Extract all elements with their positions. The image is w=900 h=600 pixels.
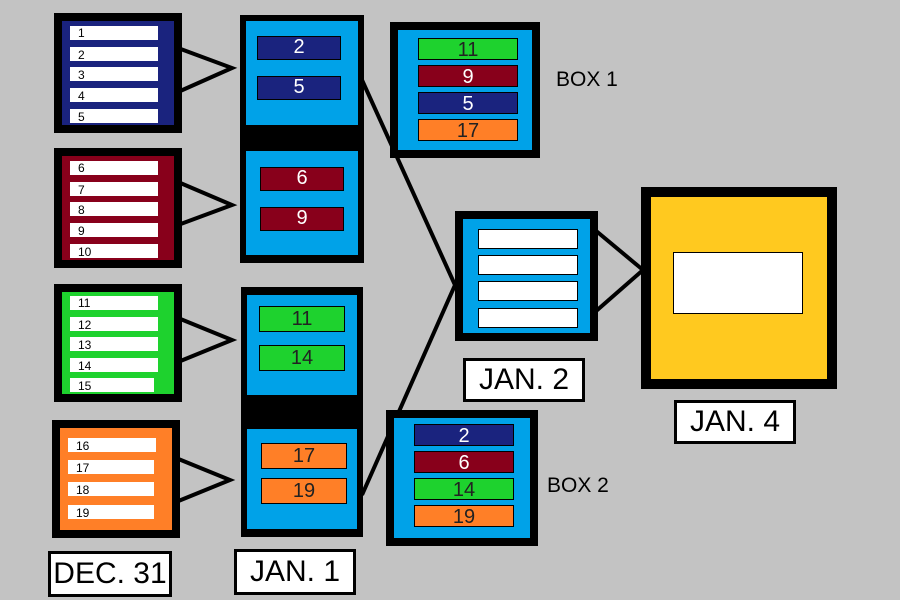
slot: 9 xyxy=(70,223,158,237)
slot xyxy=(478,281,578,301)
slot-number: 3 xyxy=(78,68,85,82)
connector-group2 xyxy=(177,180,238,227)
box2-entry: 14 xyxy=(414,478,514,500)
player-pill: 19 xyxy=(261,478,347,504)
box1-title: BOX 1 xyxy=(556,68,618,91)
slot-number: 6 xyxy=(78,161,85,175)
slot xyxy=(478,229,578,249)
jan2-box xyxy=(455,211,598,341)
slot: 18 xyxy=(68,482,154,496)
jan4-box xyxy=(641,187,837,389)
slot-number: 5 xyxy=(78,110,85,124)
slot: 12 xyxy=(70,317,158,331)
slot: 8 xyxy=(70,202,158,216)
connector-jan2-jan4 xyxy=(593,228,647,314)
slot: 16 xyxy=(68,438,156,452)
slot: 11 xyxy=(70,296,158,310)
slot xyxy=(478,308,578,328)
box1-entry: 17 xyxy=(418,119,518,141)
slot-number: 19 xyxy=(76,506,90,520)
slot: 10 xyxy=(70,244,158,258)
jan1-column-bottom: 11 14 17 19 xyxy=(241,287,363,537)
slot: 2 xyxy=(70,47,158,61)
date-label-jan1: JAN. 1 xyxy=(234,549,356,595)
dec31-group-2: 6 7 8 9 10 xyxy=(54,148,182,268)
box2-entry: 6 xyxy=(414,451,514,473)
player-pill: 17 xyxy=(261,443,347,469)
slot: 4 xyxy=(70,88,158,102)
slot: 17 xyxy=(68,460,154,474)
box2-entry: 19 xyxy=(414,505,514,527)
slot: 14 xyxy=(70,358,158,372)
player-pill: 11 xyxy=(259,306,345,332)
jan1-column-top: 2 5 6 9 xyxy=(240,15,364,263)
slot: 6 xyxy=(70,161,158,175)
jan1-match-1: 2 5 xyxy=(246,21,358,125)
slot-number: 14 xyxy=(78,359,92,373)
slot: 13 xyxy=(70,337,158,351)
slot-number: 11 xyxy=(78,296,91,310)
jan1-match-4: 17 19 xyxy=(247,429,357,529)
slot-number: 18 xyxy=(76,483,90,497)
player-pill: 5 xyxy=(257,76,341,100)
player-pill: 9 xyxy=(260,207,344,231)
champion-slot xyxy=(673,252,803,314)
slot: 1 xyxy=(70,26,158,40)
slot-number: 13 xyxy=(78,338,92,352)
slot-number: 1 xyxy=(78,26,85,40)
player-pill: 2 xyxy=(257,36,341,60)
slot: 3 xyxy=(70,67,158,81)
box1-entry: 5 xyxy=(418,92,518,114)
slot-number: 4 xyxy=(78,89,85,103)
player-pill: 6 xyxy=(260,167,344,191)
box-1: 11 9 5 17 xyxy=(390,22,540,158)
jan1-match-3: 11 14 xyxy=(247,295,357,395)
connector-group3 xyxy=(177,316,238,364)
slot-number: 10 xyxy=(78,245,92,259)
connector-group4 xyxy=(175,456,236,504)
player-pill: 14 xyxy=(259,345,345,371)
dec31-group-4: 16 17 18 19 xyxy=(52,420,180,538)
slot-number: 7 xyxy=(78,183,85,197)
slot-number: 16 xyxy=(76,439,90,453)
slot-number: 8 xyxy=(78,203,85,217)
slot-number: 2 xyxy=(78,48,85,62)
box2-title: BOX 2 xyxy=(547,474,609,497)
box-2: 2 6 14 19 xyxy=(386,410,538,546)
jan1-match-2: 6 9 xyxy=(246,151,358,255)
date-label-dec31: DEC. 31 xyxy=(48,551,172,597)
connector-group1 xyxy=(177,46,238,94)
box2-entry: 2 xyxy=(414,424,514,446)
slot: 19 xyxy=(68,505,154,519)
box1-entry: 11 xyxy=(418,38,518,60)
box1-entry: 9 xyxy=(418,65,518,87)
dec31-group-3: 11 12 13 14 15 xyxy=(54,284,182,402)
dec31-group-1: 1 2 3 4 5 xyxy=(54,13,182,133)
slot: 5 xyxy=(70,109,158,123)
slot: 15 xyxy=(70,378,154,392)
slot-number: 17 xyxy=(76,461,90,475)
slot-number: 9 xyxy=(78,224,85,238)
slot xyxy=(478,255,578,275)
slot-number: 12 xyxy=(78,318,92,332)
date-label-jan4: JAN. 4 xyxy=(674,400,796,444)
slot-number: 15 xyxy=(78,379,92,393)
date-label-jan2: JAN. 2 xyxy=(463,358,585,402)
slot: 7 xyxy=(70,182,158,196)
